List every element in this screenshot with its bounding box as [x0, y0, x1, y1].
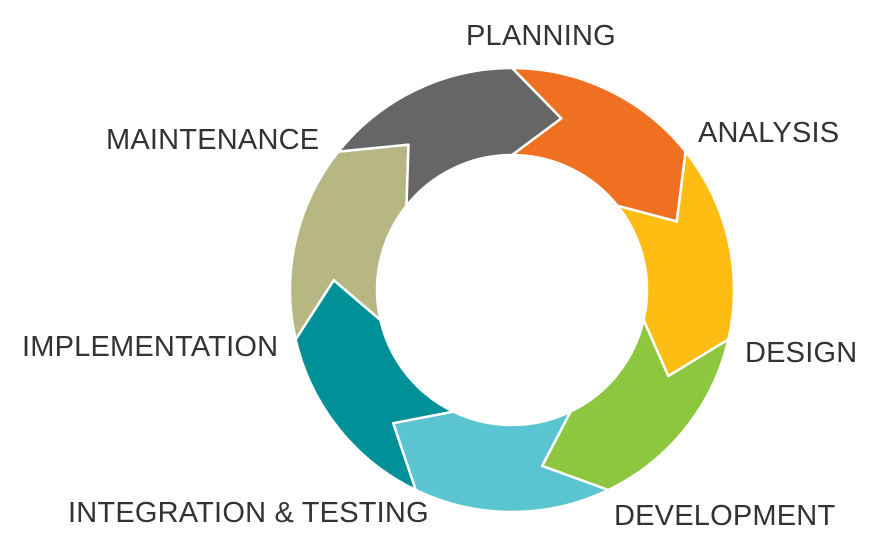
label-integration-testing: INTEGRATION & TESTING: [68, 497, 429, 529]
label-implementation: IMPLEMENTATION: [22, 331, 279, 363]
label-design: DESIGN: [745, 337, 858, 369]
segment-maintenance: [337, 66, 563, 208]
label-planning: PLANNING: [466, 20, 616, 52]
segment-planning: [510, 66, 687, 223]
label-maintenance: MAINTENANCE: [106, 124, 320, 156]
label-analysis: ANALYSIS: [698, 117, 840, 149]
label-development: DEVELOPMENT: [614, 500, 836, 532]
